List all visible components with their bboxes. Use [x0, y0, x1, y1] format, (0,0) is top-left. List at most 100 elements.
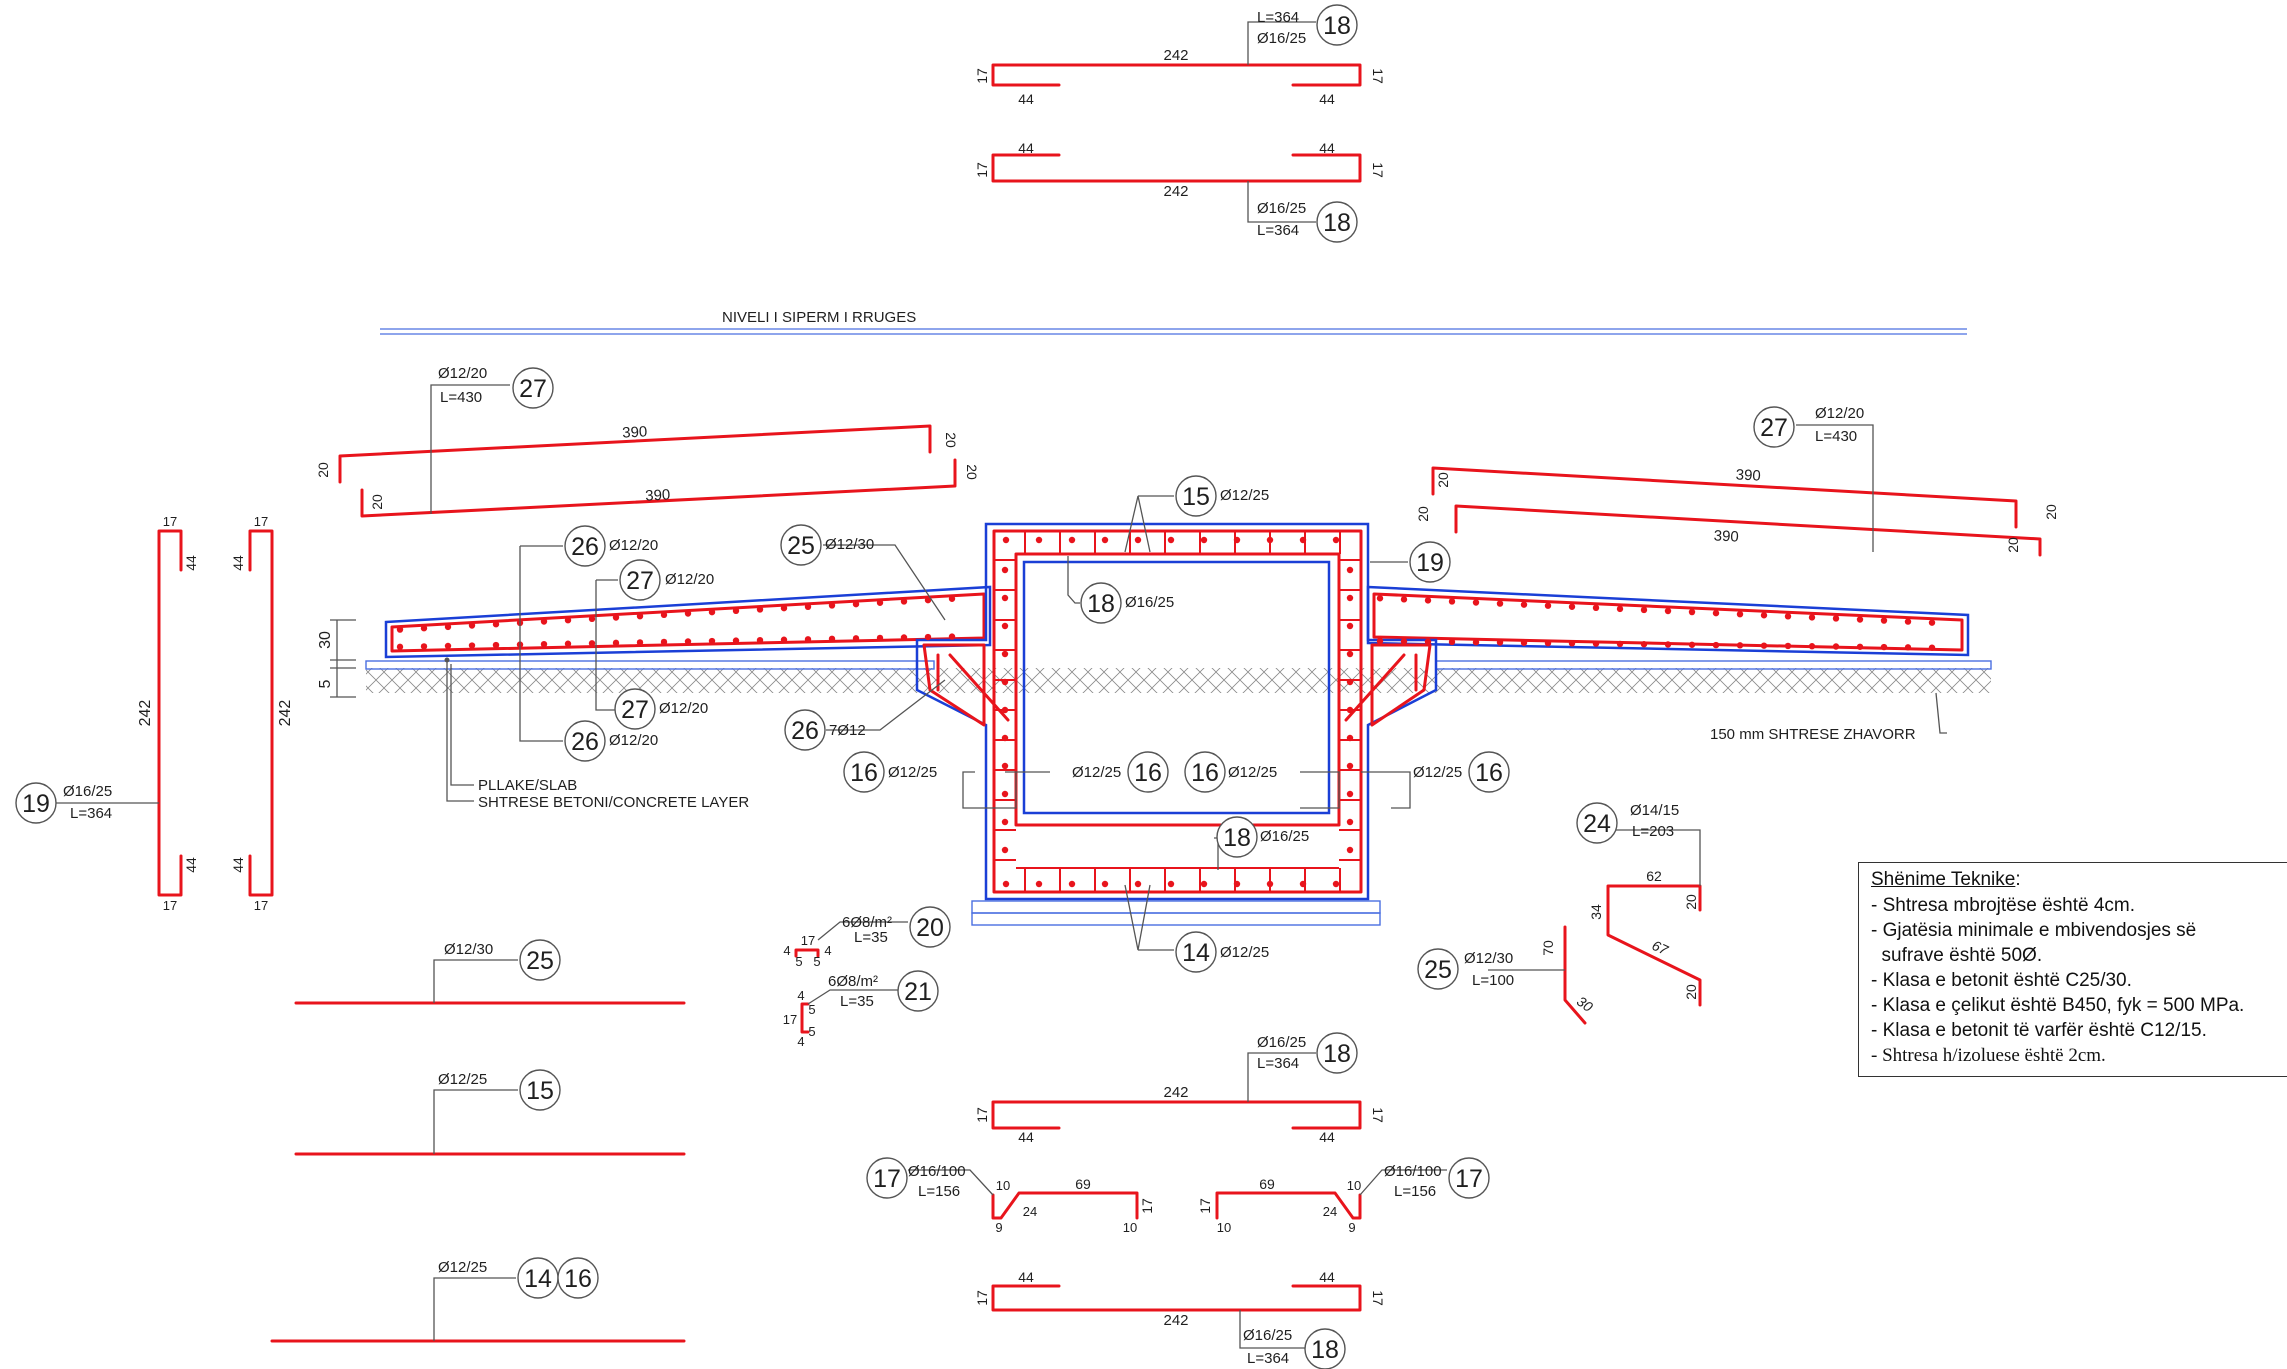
rebar-dot: [876, 634, 884, 642]
rebar-dot: [1832, 643, 1840, 650]
mark-circle: [512, 367, 554, 409]
rebar-dot: [564, 616, 572, 624]
mark-number: 16: [1191, 759, 1219, 787]
dim-5: 5: [317, 679, 334, 688]
rebar-dot: [708, 637, 716, 645]
rebar-dot: [1712, 609, 1720, 617]
dim-17: 17: [1370, 68, 1386, 84]
bar-15-long: Ø12/25 15: [294, 1069, 686, 1156]
rebar-dot: [1880, 617, 1888, 624]
rebar-dot: [1448, 638, 1456, 646]
dim-62: 62: [1646, 868, 1662, 884]
rebar-dot: [1760, 642, 1768, 649]
mark-number: 26: [571, 728, 599, 756]
road-level-line: NIVELI I SIPERM I RRUGES: [380, 309, 1967, 335]
rebar-dot: [1233, 536, 1241, 544]
mark-number: 17: [873, 1165, 901, 1193]
rebar-dot: [1904, 644, 1912, 651]
rebar-dot: [1299, 880, 1307, 888]
rebar-dot: [1856, 643, 1864, 650]
rebar-dot: [924, 633, 932, 641]
dim-4: 4: [797, 988, 804, 1003]
note-line: sufrave është 50Ø.: [1871, 945, 2043, 966]
mark-number: 27: [626, 567, 654, 595]
dim-17: 17: [254, 514, 268, 529]
notes-title-text: Shënime Teknike: [1871, 869, 2016, 890]
dim-44: 44: [1319, 140, 1335, 156]
haunch-left: [922, 643, 986, 727]
mark-number: 25: [1424, 956, 1452, 984]
mark-number: 25: [526, 947, 554, 975]
rebar-dot: [1346, 566, 1354, 574]
dim-20: 20: [2005, 537, 2021, 553]
rebar-dot: [708, 608, 716, 616]
mark-diameter: Ø12/30: [444, 941, 493, 958]
rebar-dot: [1346, 846, 1354, 854]
mark-number: 20: [916, 914, 944, 942]
dim-242: 242: [137, 700, 154, 727]
rebar-dot: [1101, 536, 1109, 544]
rebar-dot: [1928, 644, 1936, 651]
rebar-dots: [396, 536, 1936, 888]
rebar-dot: [564, 640, 572, 647]
dim-10: 10: [1347, 1178, 1361, 1193]
note-line: - Shtresa mbrojtëse është 4cm.: [1871, 895, 2135, 916]
rebar-dot: [1400, 638, 1408, 645]
rebar-dot: [1640, 606, 1648, 614]
rebar-dot: [420, 643, 428, 650]
rebar-dot: [1346, 594, 1354, 602]
mark-length: L=364: [70, 805, 112, 822]
bar-20: 17 4 4 5 5 6Ø8/m² L=35 20: [783, 906, 951, 969]
dim-390: 390: [1713, 527, 1739, 545]
notes-title-suffix: :: [2015, 869, 2021, 890]
mark-diameter: Ø16/25: [1260, 828, 1309, 845]
rebar-dot: [1400, 596, 1408, 603]
mark-diameter: Ø12/25: [888, 764, 937, 781]
dim-17: 17: [163, 898, 177, 913]
dim-17: 17: [1370, 1107, 1386, 1123]
mark-diameter: Ø12/20: [609, 732, 658, 749]
mark-number: 21: [904, 978, 932, 1006]
rebar-dot: [1424, 638, 1432, 645]
rebar-dot: [828, 602, 836, 609]
rebar-dot: [1616, 640, 1624, 648]
rebar-dot: [684, 638, 692, 645]
mark-diameter: Ø12/25: [1220, 487, 1269, 504]
bar-19: 17 17 17 17 44 44 44 44 242 242 Ø16/25 L…: [15, 514, 294, 913]
rebar-dot: [540, 618, 548, 625]
dim-17: 17: [974, 68, 990, 84]
mark-number: 16: [850, 759, 878, 787]
dim-20: 20: [964, 464, 980, 480]
technical-notes-box: Shënime Teknike : - Shtresa mbrojtëse ës…: [1858, 862, 2287, 1077]
bar-18-top-a: 242 44 44 17 17 L=364 Ø16/25 18: [974, 4, 1386, 107]
dim-10: 10: [1123, 1220, 1137, 1235]
rebar-cage-inner: [1014, 552, 1341, 827]
rebar-dot: [588, 640, 596, 647]
rebar-dot: [756, 636, 764, 644]
mark-diameter: 7Ø12: [829, 722, 866, 739]
mark-number: 19: [22, 790, 50, 818]
box-outline: [915, 522, 1438, 901]
mark-number: 27: [519, 375, 547, 403]
dim-9: 9: [1348, 1220, 1355, 1235]
rebar-dot: [1001, 846, 1009, 854]
dim-17: 17: [1370, 162, 1386, 178]
rebar-dot: [1472, 639, 1480, 646]
mark-number: 16: [564, 1265, 592, 1293]
dim-17: 17: [974, 1290, 990, 1306]
rebar-dot: [1346, 678, 1354, 686]
rebar-dot: [396, 643, 404, 651]
bar-18-top-b: 44 44 242 17 17 Ø16/25 L=364 18: [974, 140, 1386, 243]
concrete-layer-label: SHTRESE BETONI/CONCRETE LAYER: [478, 794, 749, 811]
rebar-dot: [1832, 615, 1840, 622]
rebar-dot: [1134, 880, 1142, 888]
dim-34: 34: [1588, 904, 1604, 920]
mark-number: 16: [1475, 759, 1503, 787]
rebar-dot: [1001, 678, 1009, 686]
rebar-dot: [1664, 641, 1672, 648]
bar-17-left: 69 10 9 24 10 17 Ø16/100 L=156 17: [866, 1157, 1155, 1235]
rebar-dot: [492, 621, 500, 628]
dim-17: 17: [974, 162, 990, 178]
mark-diameter: Ø12/20: [659, 700, 708, 717]
dim-70: 70: [1540, 940, 1556, 956]
